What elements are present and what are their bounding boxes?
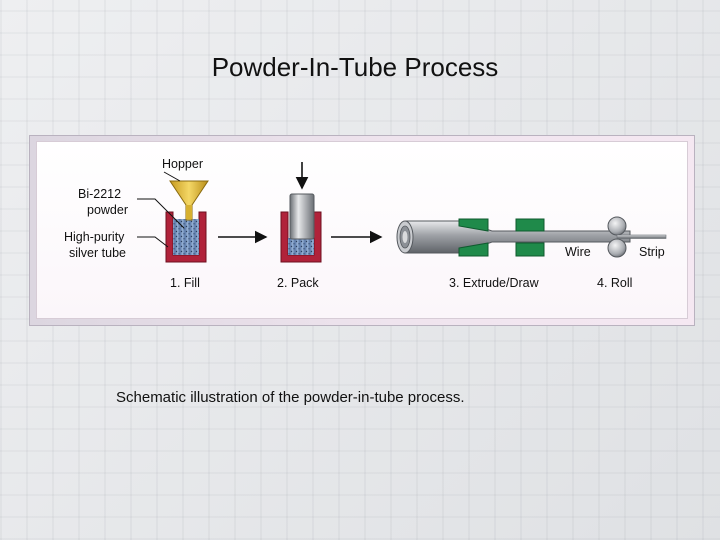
- powder-label-line2: powder: [87, 203, 128, 217]
- step-pack-label: 2. Pack: [277, 276, 319, 290]
- powder-label-line1: Bi-2212: [78, 187, 121, 201]
- hopper-label: Hopper: [162, 157, 203, 171]
- pack-powder: [288, 238, 314, 255]
- fill-powder: [173, 219, 199, 255]
- wire-label: Wire: [565, 245, 591, 259]
- billet-icon: [396, 220, 631, 254]
- slide-title: Powder-In-Tube Process: [211, 52, 499, 82]
- hopper-leader: [163, 171, 181, 182]
- roller-icon: [607, 216, 627, 258]
- drawing-die-icon: [515, 218, 545, 257]
- strip-label: Strip: [639, 245, 665, 259]
- tube-leader: [137, 236, 169, 248]
- step-extrude-label: 3. Extrude/Draw: [449, 276, 540, 290]
- extrusion-die-icon: [458, 218, 489, 257]
- tube-label-line2: silver tube: [69, 246, 126, 260]
- piston-icon: [289, 193, 315, 240]
- figure-caption: Schematic illustration of the powder-in-…: [116, 389, 465, 406]
- powder-leader: [137, 198, 185, 229]
- strip-output: [616, 234, 667, 239]
- tube-label-line1: High-purity: [64, 230, 125, 244]
- step-roll-label: 4. Roll: [597, 276, 632, 290]
- figure-panel: [36, 141, 688, 319]
- hopper-icon: [169, 180, 209, 221]
- step-fill-label: 1. Fill: [170, 276, 200, 290]
